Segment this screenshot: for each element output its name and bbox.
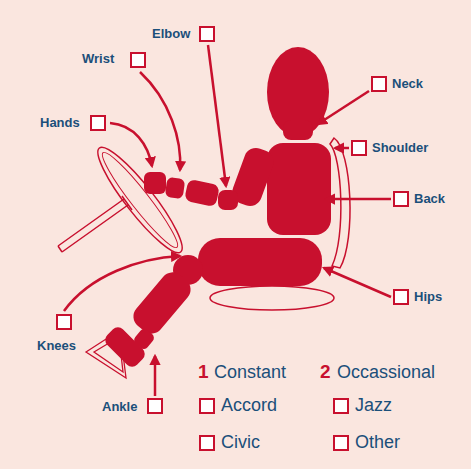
neck xyxy=(283,120,313,140)
part-label: Hips xyxy=(414,290,442,304)
option-label: Occassional xyxy=(337,363,435,383)
checkbox xyxy=(394,192,408,206)
torso xyxy=(267,143,331,235)
option-label: Civic xyxy=(221,433,260,453)
steering-wheel xyxy=(88,139,191,260)
part-label: Ankle xyxy=(102,400,137,414)
checkbox xyxy=(131,53,145,67)
checkboxes xyxy=(57,27,408,450)
checkbox xyxy=(57,315,71,329)
hand xyxy=(144,172,166,194)
wrist xyxy=(165,177,186,199)
leader-arrow xyxy=(335,147,349,150)
option-label: Other xyxy=(355,433,400,453)
option-label: Jazz xyxy=(355,396,392,416)
leader-arrow xyxy=(324,268,391,297)
steering-column xyxy=(58,196,132,252)
lower-leg xyxy=(129,267,196,338)
leader-arrow xyxy=(154,356,157,396)
option-number: 1 xyxy=(198,362,209,383)
seat-back xyxy=(330,138,350,268)
option-label: Constant xyxy=(214,363,286,383)
seat-cushion xyxy=(210,286,334,310)
part-label: Hands xyxy=(40,116,80,130)
foot xyxy=(102,324,147,369)
checkbox xyxy=(352,141,366,155)
checkbox xyxy=(394,290,408,304)
elbow xyxy=(218,190,238,210)
leader-arrow xyxy=(140,72,180,170)
leader-arrow xyxy=(64,256,180,311)
leader-arrows xyxy=(64,45,391,396)
checkbox xyxy=(91,116,105,130)
mannequin xyxy=(102,47,331,370)
part-label: Shoulder xyxy=(372,141,428,155)
checkbox xyxy=(372,77,386,91)
checkbox xyxy=(334,436,348,450)
checkbox xyxy=(148,399,162,413)
option-label: Accord xyxy=(221,396,277,416)
leader-arrow xyxy=(110,123,152,166)
checkbox xyxy=(334,399,348,413)
leader-arrow xyxy=(326,198,391,201)
thigh xyxy=(198,238,322,286)
checkbox xyxy=(200,27,214,41)
part-label: Neck xyxy=(392,77,423,91)
leader-arrow xyxy=(318,91,369,124)
part-label: Elbow xyxy=(152,27,190,41)
option-number: 2 xyxy=(320,362,331,383)
checkbox xyxy=(200,399,214,413)
forearm xyxy=(184,179,220,207)
part-label: Wrist xyxy=(82,52,114,66)
part-label: Knees xyxy=(37,339,76,353)
part-label: Back xyxy=(414,192,445,206)
leader-arrow xyxy=(208,45,226,186)
checkbox xyxy=(200,436,214,450)
